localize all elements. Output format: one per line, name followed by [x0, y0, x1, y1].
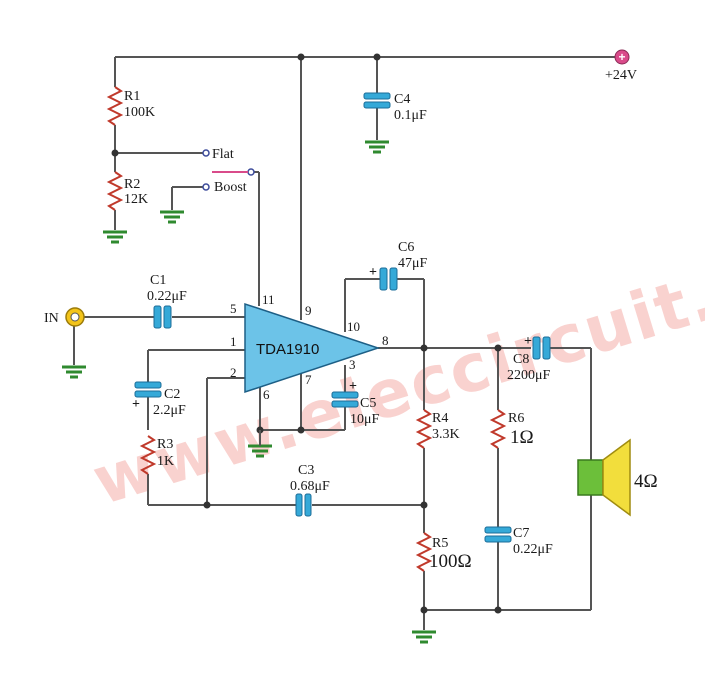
svg-text:2.2μF: 2.2μF [153, 403, 186, 418]
svg-text:3: 3 [349, 357, 356, 372]
tone-switch: Flat Boost [202, 147, 255, 195]
svg-text:C1: C1 [150, 273, 166, 288]
svg-text:C8: C8 [513, 352, 529, 367]
ground-icon [62, 365, 86, 379]
svg-text:C5: C5 [360, 396, 376, 411]
ground-icon [160, 210, 184, 224]
svg-text:1K: 1K [157, 454, 174, 469]
svg-text:100Ω: 100Ω [429, 551, 472, 572]
capacitor-c7: C7 0.22μF [484, 526, 553, 557]
svg-text:0.1μF: 0.1μF [394, 108, 427, 123]
svg-text:R3: R3 [157, 437, 173, 452]
svg-text:1Ω: 1Ω [510, 427, 534, 448]
ground-icons [62, 140, 436, 644]
svg-text:C3: C3 [298, 463, 314, 478]
ground-icon [103, 230, 127, 244]
svg-text:12K: 12K [124, 192, 148, 207]
capacitor-c2: + C2 2.2μF [132, 381, 186, 418]
input-jack: IN [44, 307, 85, 327]
svg-text:0.22μF: 0.22μF [513, 542, 553, 557]
ground-icon [365, 140, 389, 154]
resistor-r4: R4 3.3K [415, 409, 460, 449]
resistor-r1: R1 100K [106, 86, 155, 126]
capacitor-c5: + C5 10μF [331, 379, 380, 427]
svg-text:R5: R5 [432, 536, 448, 551]
svg-text:+: + [349, 379, 357, 394]
svg-text:0.68μF: 0.68μF [290, 479, 330, 494]
resistor-r5: R5 100Ω [415, 532, 472, 572]
svg-text:0.22μF: 0.22μF [147, 289, 187, 304]
svg-text:+: + [132, 397, 140, 412]
svg-text:C4: C4 [394, 92, 410, 107]
svg-text:5: 5 [230, 301, 237, 316]
svg-text:C2: C2 [164, 387, 180, 402]
svg-text:10: 10 [347, 319, 360, 334]
ground-icon [412, 630, 436, 644]
svg-text:9: 9 [305, 303, 312, 318]
capacitor-c6: + C6 47μF [369, 240, 428, 291]
switch-boost-label: Boost [214, 180, 247, 195]
capacitor-c1: C1 0.22μF [147, 273, 187, 329]
wires [73, 56, 618, 630]
speaker-icon: 4Ω [577, 438, 658, 517]
speaker-impedance: 4Ω [634, 471, 658, 492]
resistor-r2: R2 12K [106, 171, 148, 211]
svg-text:6: 6 [263, 387, 270, 402]
svg-text:2200μF: 2200μF [507, 368, 551, 383]
capacitor-c4: C4 0.1μF [363, 92, 427, 123]
svg-text:3.3K: 3.3K [432, 427, 460, 442]
input-label: IN [44, 311, 59, 326]
svg-text:7: 7 [305, 372, 312, 387]
svg-text:8: 8 [382, 333, 389, 348]
resistor-r6: R6 1Ω [489, 409, 534, 449]
svg-text:1: 1 [230, 334, 237, 349]
svg-text:+: + [369, 265, 377, 280]
svg-text:R6: R6 [508, 411, 524, 426]
ic-name: TDA1910 [256, 341, 319, 358]
svg-text:10μF: 10μF [350, 412, 380, 427]
junction-dots [111, 53, 502, 614]
svg-text:+: + [524, 334, 532, 349]
capacitor-c3: C3 0.68μF [290, 463, 330, 517]
svg-text:R2: R2 [124, 177, 140, 192]
capacitor-c8: + C8 2200μF [507, 334, 551, 383]
svg-text:C7: C7 [513, 526, 529, 541]
resistor-r3: R3 1K [139, 435, 174, 475]
svg-text:R4: R4 [432, 411, 448, 426]
svg-text:2: 2 [230, 365, 237, 380]
svg-text:C6: C6 [398, 240, 414, 255]
svg-text:47μF: 47μF [398, 256, 428, 271]
supply-plus-icon: + [618, 50, 625, 64]
svg-text:11: 11 [262, 292, 275, 307]
supply-terminal: + +24V [605, 49, 637, 83]
svg-text:R1: R1 [124, 89, 140, 104]
supply-label: +24V [605, 68, 637, 83]
ic-tda1910: TDA1910 5 11 9 10 8 1 2 3 7 6 [230, 292, 389, 402]
switch-flat-label: Flat [212, 147, 234, 162]
svg-text:100K: 100K [124, 105, 155, 120]
